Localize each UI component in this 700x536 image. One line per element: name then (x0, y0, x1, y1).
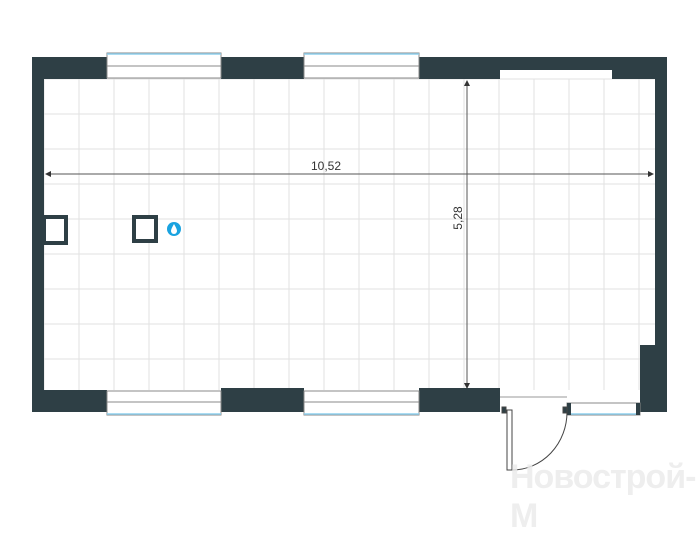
window-bottom-1 (106, 390, 222, 416)
dimension-width: 10,52 (45, 159, 654, 177)
wall-top-segment (221, 57, 304, 79)
window-bottom-3 (566, 402, 641, 416)
wall-bottom-segment (419, 388, 500, 412)
watermark: Новострой-М (510, 458, 696, 535)
wall-bottom-segment (32, 390, 107, 412)
window-top-2 (303, 52, 420, 79)
ventilation-shaft-wall (42, 215, 68, 245)
height-label: 5,28 (451, 206, 465, 230)
window-top-1 (106, 52, 222, 79)
wall-right-pier (640, 345, 667, 412)
wall-right (655, 57, 667, 412)
wall-top-segment (500, 57, 612, 70)
wall-top-segment (32, 57, 107, 79)
windows (106, 52, 641, 416)
dimension-height: 5,28 (451, 80, 470, 389)
window-bottom-2 (303, 390, 420, 416)
ventilation-shaft (132, 215, 158, 243)
entrance-door (500, 396, 568, 471)
width-label: 10,52 (311, 159, 341, 173)
walls (32, 57, 667, 412)
wall-top-segment (612, 57, 667, 79)
floor-plan: 10,52 5,28 (32, 52, 667, 471)
water-drop-icon (167, 222, 181, 236)
wall-bottom-segment (221, 388, 304, 412)
wall-left (32, 57, 44, 412)
wall-top-segment (419, 57, 500, 79)
